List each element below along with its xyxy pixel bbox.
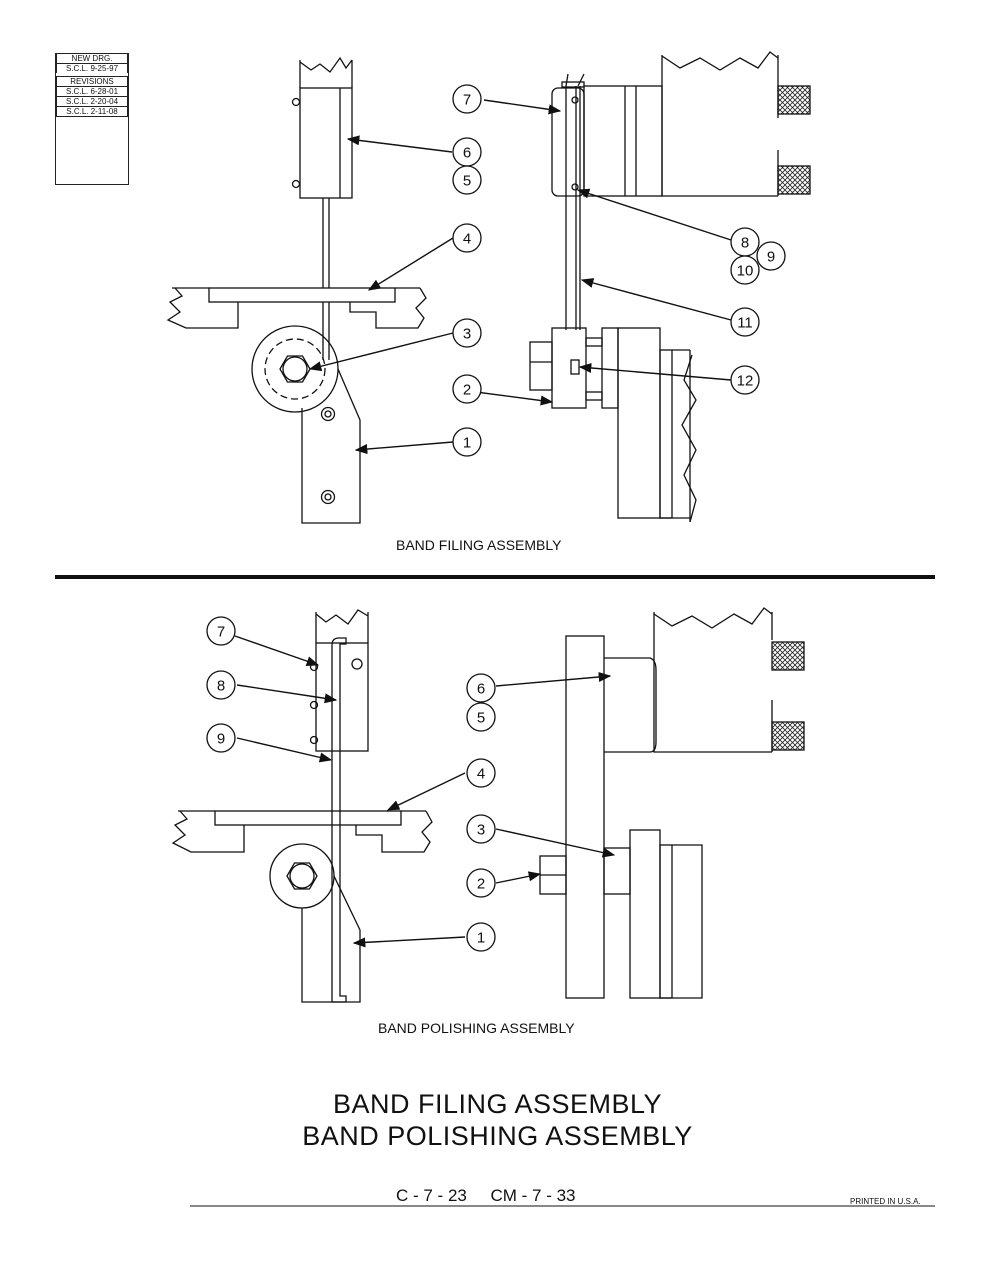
callout-label: 9 [767, 249, 775, 266]
band-filing-right-view [529, 51, 811, 523]
callout-label: 11 [737, 315, 753, 332]
callout-label: 6 [463, 145, 471, 162]
callout-label: 3 [477, 822, 485, 839]
revisions-label: REVISIONS [56, 76, 128, 86]
callout-label: 7 [217, 624, 225, 641]
page-code: C - 7 - 23 CM - 7 - 33 [396, 1186, 576, 1205]
callout-label: 4 [477, 766, 485, 783]
section-divider [55, 575, 935, 579]
revision-block: NEW DRG. S.C.L. 9-25-97 REVISIONS S.C.L.… [55, 53, 129, 185]
band-filing-left-view [166, 56, 427, 524]
revision-entry: S.C.L. 2-11-08 [56, 106, 128, 116]
callout-label: 2 [463, 382, 471, 399]
callout-label: 1 [477, 930, 485, 947]
band-polishing-callouts: 7 8 9 6 5 4 3 2 1 [206, 616, 496, 952]
callout-label: 4 [463, 231, 471, 248]
callout-label: 5 [463, 173, 471, 190]
callout-leaders [234, 99, 732, 948]
page-title-line-2: BAND POLISHING ASSEMBLY [302, 1121, 693, 1151]
callout-label: 6 [477, 681, 485, 698]
band-filing-callouts: 7 6 5 4 3 2 1 8 9 10 11 12 [452, 84, 786, 457]
callout-label: 7 [463, 92, 471, 109]
revision-entry: S.C.L. 6-28-01 [56, 86, 128, 96]
callout-label: 9 [217, 731, 225, 748]
callout-label: 3 [463, 326, 471, 343]
printed-in-usa: PRINTED IN U.S.A. [850, 1197, 921, 1206]
revision-entry: S.C.L. 2-20-04 [56, 96, 128, 106]
band-filing-caption: BAND FILING ASSEMBLY [396, 537, 562, 553]
callout-label: 12 [737, 373, 754, 390]
page-title-line-1: BAND FILING ASSEMBLY [332, 1089, 663, 1119]
band-polishing-caption: BAND POLISHING ASSEMBLY [378, 1020, 575, 1036]
callout-label: 2 [477, 876, 485, 893]
callout-label: 5 [477, 710, 485, 727]
callout-label: 8 [741, 235, 749, 252]
new-drawing-label: NEW DRG. [56, 53, 128, 63]
callout-label: 8 [217, 678, 225, 695]
band-polishing-left-view [171, 609, 433, 1003]
callout-label: 1 [463, 435, 471, 452]
new-drawing-entry: S.C.L. 9-25-97 [56, 63, 128, 73]
band-polishing-right-view [539, 607, 805, 999]
callout-label: 10 [737, 263, 754, 280]
